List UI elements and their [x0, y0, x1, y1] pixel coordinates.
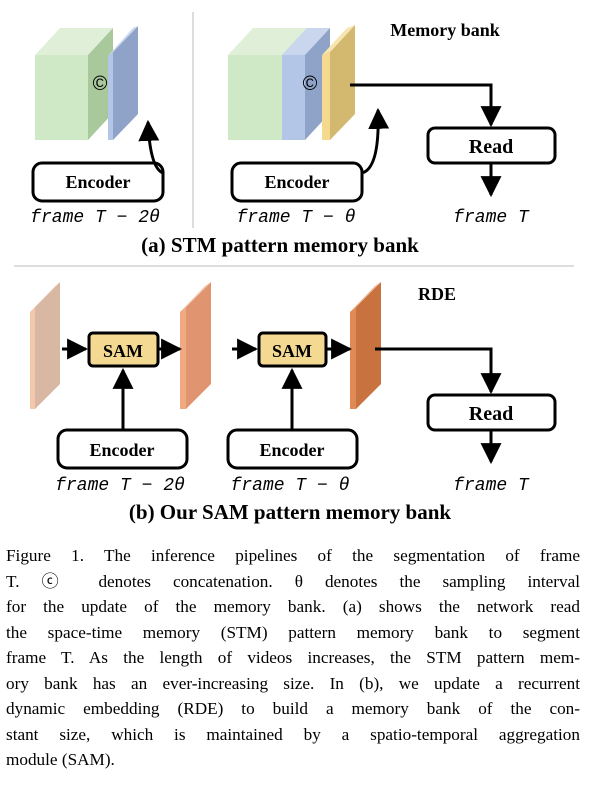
encoder-to-memory-arrow: [138, 119, 164, 175]
rde-slab-3: [350, 282, 381, 409]
encoder-box-a1: [31, 161, 165, 203]
frame-label-b3: frame T: [453, 476, 530, 496]
frame-label-b2: frame T − θ: [231, 476, 350, 496]
rde-label: RDE: [418, 284, 456, 304]
frame-label-a3: frame T: [453, 208, 530, 228]
caption-line: module (SAM).: [6, 750, 115, 769]
rde-slab-1: [30, 282, 60, 409]
caption-line: dynamic embedding (RDE) to build a memor…: [6, 699, 580, 718]
caption-line: frame T. As the length of videos increas…: [6, 648, 580, 667]
subcaption-b: (b) Our SAM pattern memory bank: [129, 500, 452, 524]
memory-bank-label: Memory bank: [390, 20, 500, 40]
frame-label-a1: frame T − 2θ: [30, 208, 160, 228]
frame-label-b1: frame T − 2θ: [55, 476, 185, 496]
concat-icon: ©: [93, 73, 108, 95]
encoder-box-a2-label: Encoder: [265, 172, 330, 192]
caption-line: the space-time memory (STM) pattern memo…: [6, 622, 580, 642]
rde-to-read-arrow: [375, 347, 502, 395]
encoder-box-b1-label: Encoder: [90, 440, 155, 460]
figure-caption: Figure 1. The inference pipelines of the…: [6, 543, 580, 773]
caption-line: T. ⓒ denotes concatenation. θ denotes th…: [6, 571, 580, 591]
caption-line: ory bank has an ever-increasing size. In…: [6, 673, 580, 693]
stm-memory-stack-left: ©: [35, 26, 138, 140]
frame-label-a2: frame T − θ: [237, 208, 356, 228]
subcaption-a: (a) STM pattern memory bank: [141, 233, 419, 257]
stm-memory-stack-right: ©: [228, 25, 355, 140]
caption-line: Figure 1. The inference pipelines of the…: [6, 546, 580, 565]
encoder-to-memory-arrow: [361, 107, 390, 175]
encoder-box-a2: [230, 161, 364, 203]
encoder-box-a1-label: Encoder: [66, 172, 131, 192]
read-box-a-label: Read: [469, 136, 513, 158]
concat-icon: ©: [303, 73, 318, 95]
caption-line: for the update of the memory bank. (a) s…: [6, 597, 580, 616]
encoder-box-b2-label: Encoder: [260, 440, 325, 460]
sam-box-1-label: SAM: [103, 341, 143, 361]
caption-line: stant size, which is maintained by a spa…: [6, 724, 580, 744]
figure-diagram: © © Memory bank Encoder Encoder Read fra…: [14, 12, 574, 524]
sam-box-2-label: SAM: [272, 341, 312, 361]
memory-to-read-arrow: [350, 83, 502, 128]
read-box-b-label: Read: [469, 403, 513, 425]
rde-slab-2: [180, 282, 211, 409]
